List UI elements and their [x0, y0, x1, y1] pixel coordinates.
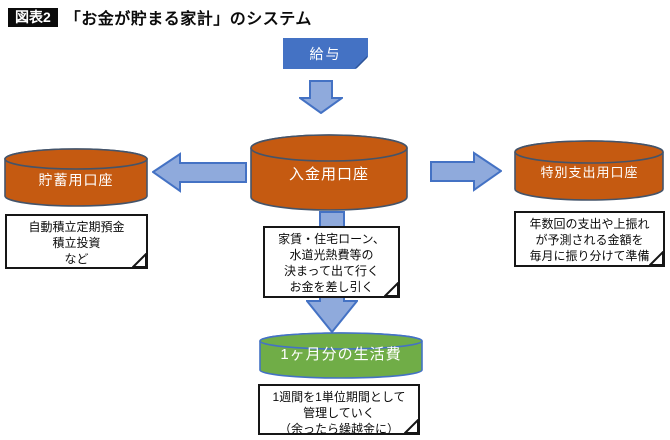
special-expense-account-cylinder: [514, 140, 664, 201]
special-expense-account-label: 特別支出用口座: [540, 165, 639, 180]
right-arrow-icon: [430, 151, 502, 192]
savings-note: 自動積立定期預金 積立投資 など: [5, 214, 148, 269]
down-arrow-icon: [299, 80, 343, 114]
savings-account-label: 貯蓄用口座: [38, 172, 114, 188]
savings-note-text: 自動積立定期預金 積立投資 など: [28, 220, 125, 266]
deposit-account-cylinder: [250, 134, 408, 211]
savings-account-cylinder: [4, 148, 148, 207]
deduction-note-text: 家賃・住宅ローン、 水道光熱費等の 決まって出て行く お金を差し引く: [278, 232, 385, 294]
salary-label: 給与: [309, 45, 342, 62]
folded-corner-icon: [355, 56, 368, 69]
figure-title-row: 図表2 「お金が貯まる家計」のシステム: [8, 5, 312, 29]
weekly-note: 1週間を1単位期間として 管理していく （余ったら繰越金に）: [258, 384, 420, 436]
special-expense-note: 年数回の支出や上振れ が予測される金額を 毎月に振り分けて準備: [514, 211, 665, 267]
note-fold-icon: [384, 282, 399, 297]
note-fold-icon: [404, 419, 419, 434]
special-expense-note-text: 年数回の支出や上振れ が予測される金額を 毎月に振り分けて準備: [529, 217, 650, 263]
living-expenses-cylinder: [259, 332, 423, 379]
deduction-note: 家賃・住宅ローン、 水道光熱費等の 決まって出て行く お金を差し引く: [263, 226, 400, 298]
living-expenses-label: 1ヶ月分の生活費: [280, 346, 402, 363]
figure-title: 「お金が貯まる家計」のシステム: [64, 11, 312, 28]
weekly-note-text: 1週間を1単位期間として 管理していく （余ったら繰越金に）: [272, 390, 406, 436]
note-fold-icon: [649, 251, 664, 266]
deposit-account-label: 入金用口座: [288, 166, 369, 183]
note-fold-icon: [132, 253, 147, 268]
salary-box: 給与: [283, 38, 368, 69]
figure-number-badge: 図表2: [8, 7, 58, 27]
left-arrow-icon: [152, 152, 247, 193]
